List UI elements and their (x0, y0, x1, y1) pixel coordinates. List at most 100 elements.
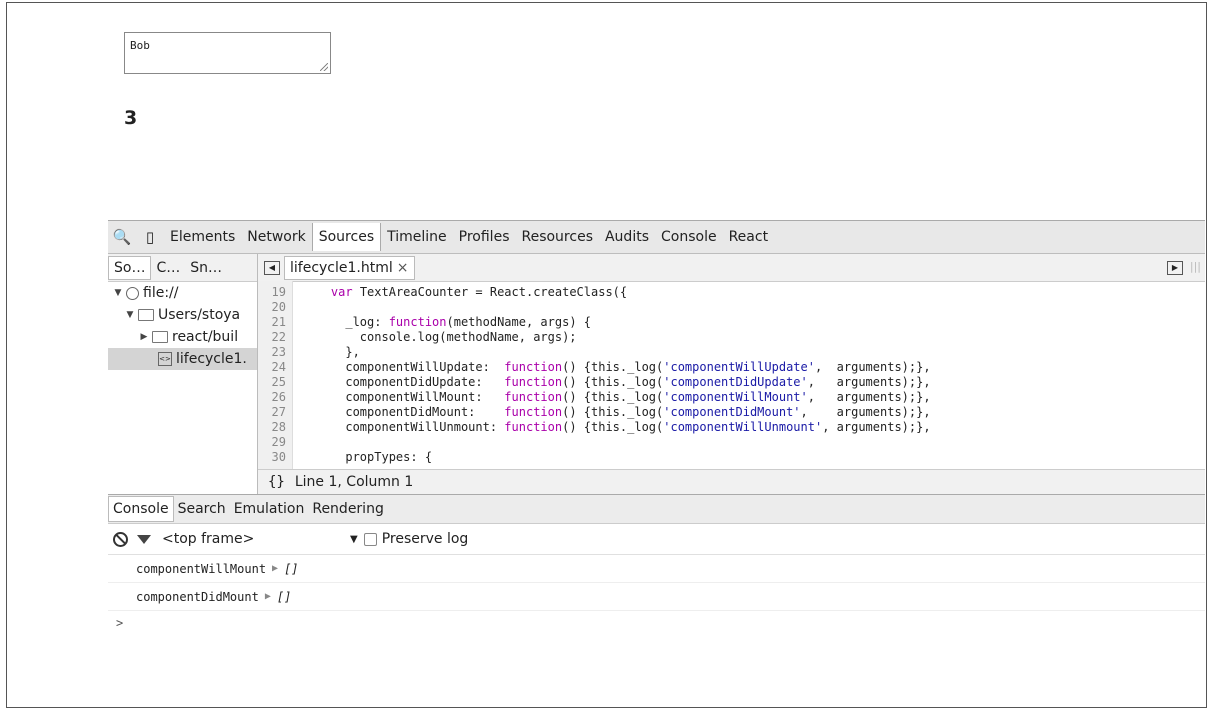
tree-item[interactable]: ▶react/buil (108, 326, 257, 348)
code-text: propTypes: { (302, 450, 433, 464)
devtools-panel: 🔍 ▯ Elements Network Sources Timeline Profil… (108, 220, 1205, 706)
message-value[interactable]: [] (284, 561, 299, 576)
drawer-tab-emulation[interactable]: Emulation (233, 501, 305, 517)
tab-timeline[interactable]: Timeline (387, 229, 447, 245)
line-number[interactable]: 20 (271, 300, 286, 314)
code-text: _log: function(methodName, args) { (302, 315, 591, 329)
drawer-tab-rendering[interactable]: Rendering (312, 501, 384, 517)
line-number[interactable]: 25 (271, 375, 286, 389)
tree-item[interactable]: ▼ Users/stoya (108, 304, 257, 326)
navigator-tabs: So…C… Sn… (108, 254, 257, 282)
preserve-log-label: Preserve log (381, 531, 469, 547)
folder-icon (138, 309, 154, 321)
text-area-value: Bob (130, 39, 150, 52)
tree-item-label: Users/stoya (158, 307, 241, 323)
resize-grip-icon[interactable] (320, 63, 328, 71)
tree-item[interactable]: <>lifecycle1. (108, 348, 257, 370)
code-line: 26 componentWillMount: function() {this.… (258, 390, 931, 405)
line-number[interactable]: 27 (271, 405, 286, 419)
console-messages: componentWillMount ▶ [] componentDidMount ▶ [… (108, 555, 1205, 611)
devtools-tabbar: 🔍 ▯ Elements Network Sources Timeline Profil… (108, 220, 1205, 254)
console-prompt[interactable]: > (108, 611, 1205, 635)
file-tab[interactable]: lifecycle1.html × (284, 255, 415, 280)
line-number[interactable]: 22 (271, 330, 286, 344)
text-area[interactable]: Bob (124, 32, 331, 74)
code-line: 29 (258, 435, 286, 450)
tree-item-label: lifecycle1. (176, 351, 247, 367)
expand-triangle-icon[interactable]: ▶ (272, 563, 279, 574)
code-line: 21 _log: function(methodName, args) { (258, 315, 591, 330)
pretty-print-button[interactable]: {} (268, 474, 285, 490)
message-text: componentDidMount (136, 589, 259, 604)
collapsed-triangle-icon[interactable]: ▶ (140, 332, 148, 342)
filter-icon[interactable] (132, 534, 156, 544)
tab-audits[interactable]: Audits (604, 229, 649, 245)
line-number[interactable]: 30 (271, 450, 286, 464)
line-number[interactable]: 28 (271, 420, 286, 434)
tree-item[interactable]: ▼ file:// (108, 282, 257, 304)
code-text: componentDidMount: function() {this._log… (302, 405, 931, 419)
tab-network[interactable]: Network (247, 229, 306, 245)
line-gutter (258, 281, 293, 469)
navigator-tab[interactable]: So… (108, 255, 152, 280)
folder-icon (152, 331, 168, 343)
globe-icon (126, 286, 139, 300)
cursor-position: Line 1, Column 1 (294, 474, 414, 490)
toggle-debugger-icon[interactable]: ▶ (1167, 261, 1183, 275)
device-mode-icon[interactable]: ▯ (145, 228, 155, 246)
expand-triangle-icon[interactable]: ▶ (264, 591, 271, 602)
line-number[interactable]: 19 (271, 285, 286, 299)
code-line: 23 }, (258, 345, 360, 360)
code-line: 20 (258, 300, 286, 315)
drawer-tab-console[interactable]: Console (108, 496, 174, 522)
code-line: 24 componentWillUpdate: function() {this… (258, 360, 931, 375)
drawer-tab-search[interactable]: Search (177, 501, 226, 517)
prompt-caret: > (116, 616, 124, 630)
close-icon[interactable]: × (396, 259, 409, 276)
console-message: componentDidMount ▶ [] (108, 583, 1205, 611)
tab-elements[interactable]: Elements (170, 229, 236, 245)
file-tree: ▼ file:// ▼ Users/stoya ▶react/buil<>lifecyc… (108, 282, 257, 370)
character-counter: 3 (124, 107, 138, 129)
dropdown-arrow-icon[interactable]: ▼ (350, 533, 358, 545)
code-editor: ◀ lifecycle1.html × ▶ ||| 19 var TextAre… (258, 254, 1205, 494)
code-text: componentWillUpdate: function() {this._l… (302, 360, 931, 374)
code-text: var TextAreaCounter = React.createClass(… (330, 285, 628, 299)
code-line: 27 componentDidMount: function() {this._… (258, 405, 931, 420)
code-text: componentWillUnmount: function() {this._… (302, 420, 931, 434)
message-text: componentWillMount (136, 561, 267, 576)
preserve-log-checkbox[interactable] (363, 532, 377, 546)
tab-sources[interactable]: Sources (311, 223, 382, 251)
tree-item-label: file:// (143, 285, 179, 301)
line-number[interactable]: 29 (271, 435, 286, 449)
editor-statusbar: {} Line 1, Column 1 (258, 469, 1205, 494)
tab-profiles[interactable]: Profiles (458, 229, 510, 245)
code-line: 30 propTypes: { (258, 450, 433, 465)
toggle-navigator-icon[interactable]: ◀ (264, 260, 280, 275)
search-icon[interactable]: 🔍 (112, 228, 132, 246)
clear-console-icon[interactable] (108, 531, 132, 547)
expanded-triangle-icon[interactable]: ▼ (114, 288, 122, 298)
tab-resources[interactable]: Resources (521, 229, 593, 245)
code-text: componentWillMount: function() {this._lo… (302, 390, 931, 404)
navigator-tab[interactable]: Sn… (190, 259, 222, 276)
code-line: 25 componentDidUpdate: function() {this.… (258, 375, 931, 390)
pane-grip-icon[interactable]: ||| (1189, 260, 1201, 273)
line-number[interactable]: 24 (271, 360, 286, 374)
sources-navigator: So…C… Sn… ▼ file:// ▼ Users/stoya ▶react/buil… (108, 254, 258, 494)
expanded-triangle-icon[interactable]: ▼ (126, 310, 134, 320)
code-area[interactable]: 19 var TextAreaCounter = React.createCla… (258, 281, 1205, 469)
code-text: componentDidUpdate: function() {this._lo… (302, 375, 931, 389)
line-number[interactable]: 21 (271, 315, 286, 329)
code-text: console.log(methodName, args); (302, 330, 577, 344)
line-number[interactable]: 23 (271, 345, 286, 359)
navigator-tab[interactable]: C… (156, 259, 181, 276)
tab-react[interactable]: React (728, 229, 769, 245)
message-value[interactable]: [] (276, 589, 292, 604)
code-line: 22 console.log(methodName, args); (258, 330, 577, 345)
line-number[interactable]: 26 (271, 390, 286, 404)
frame-selector[interactable]: <top frame> (162, 531, 255, 547)
tab-console[interactable]: Console (661, 229, 717, 245)
